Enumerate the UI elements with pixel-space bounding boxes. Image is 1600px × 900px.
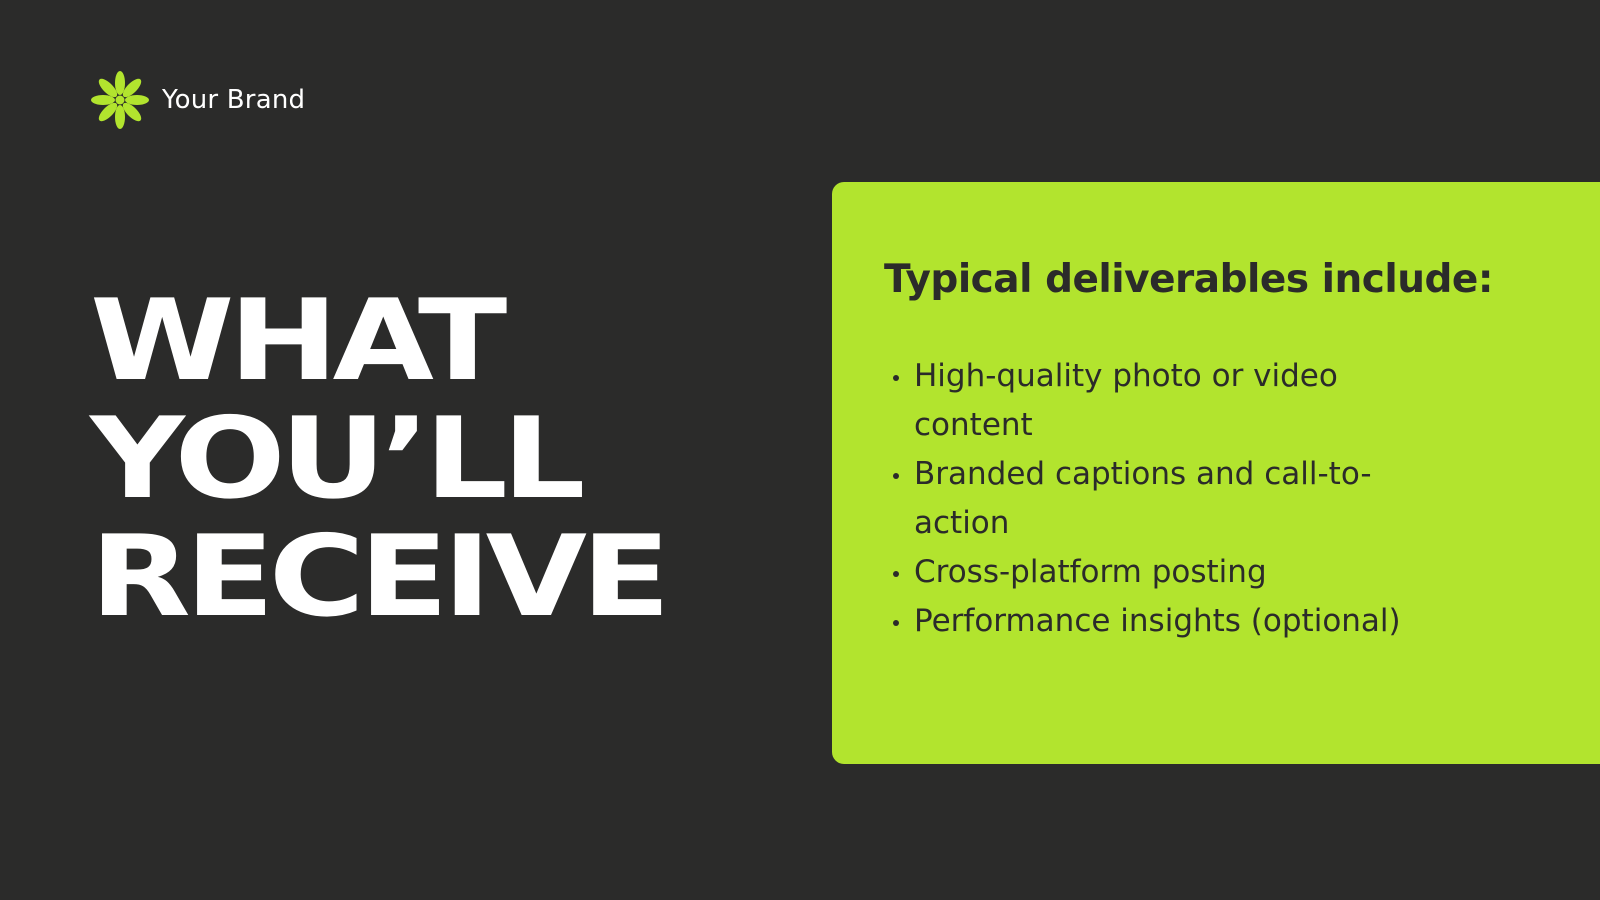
list-item: High-quality photo or video content [884,352,1444,450]
deliverables-heading: Typical deliverables include: [884,257,1493,302]
page-title: WHAT YOU’LL RECEIVE [90,276,671,642]
deliverables-list: High-quality photo or video content Bran… [884,352,1444,646]
brand: Your Brand [90,70,305,130]
brand-name: Your Brand [162,85,306,115]
page-title-line: YOU’LL [90,394,586,524]
page-title-line: RECEIVE [90,512,671,642]
page-title-line: WHAT [90,276,507,406]
deliverables-card: Typical deliverables include: High-quali… [832,182,1600,764]
list-item: Cross-platform posting [884,548,1444,597]
list-item: Branded captions and call-to-action [884,450,1444,548]
flower-icon [91,71,149,129]
list-item: Performance insights (optional) [884,597,1444,646]
